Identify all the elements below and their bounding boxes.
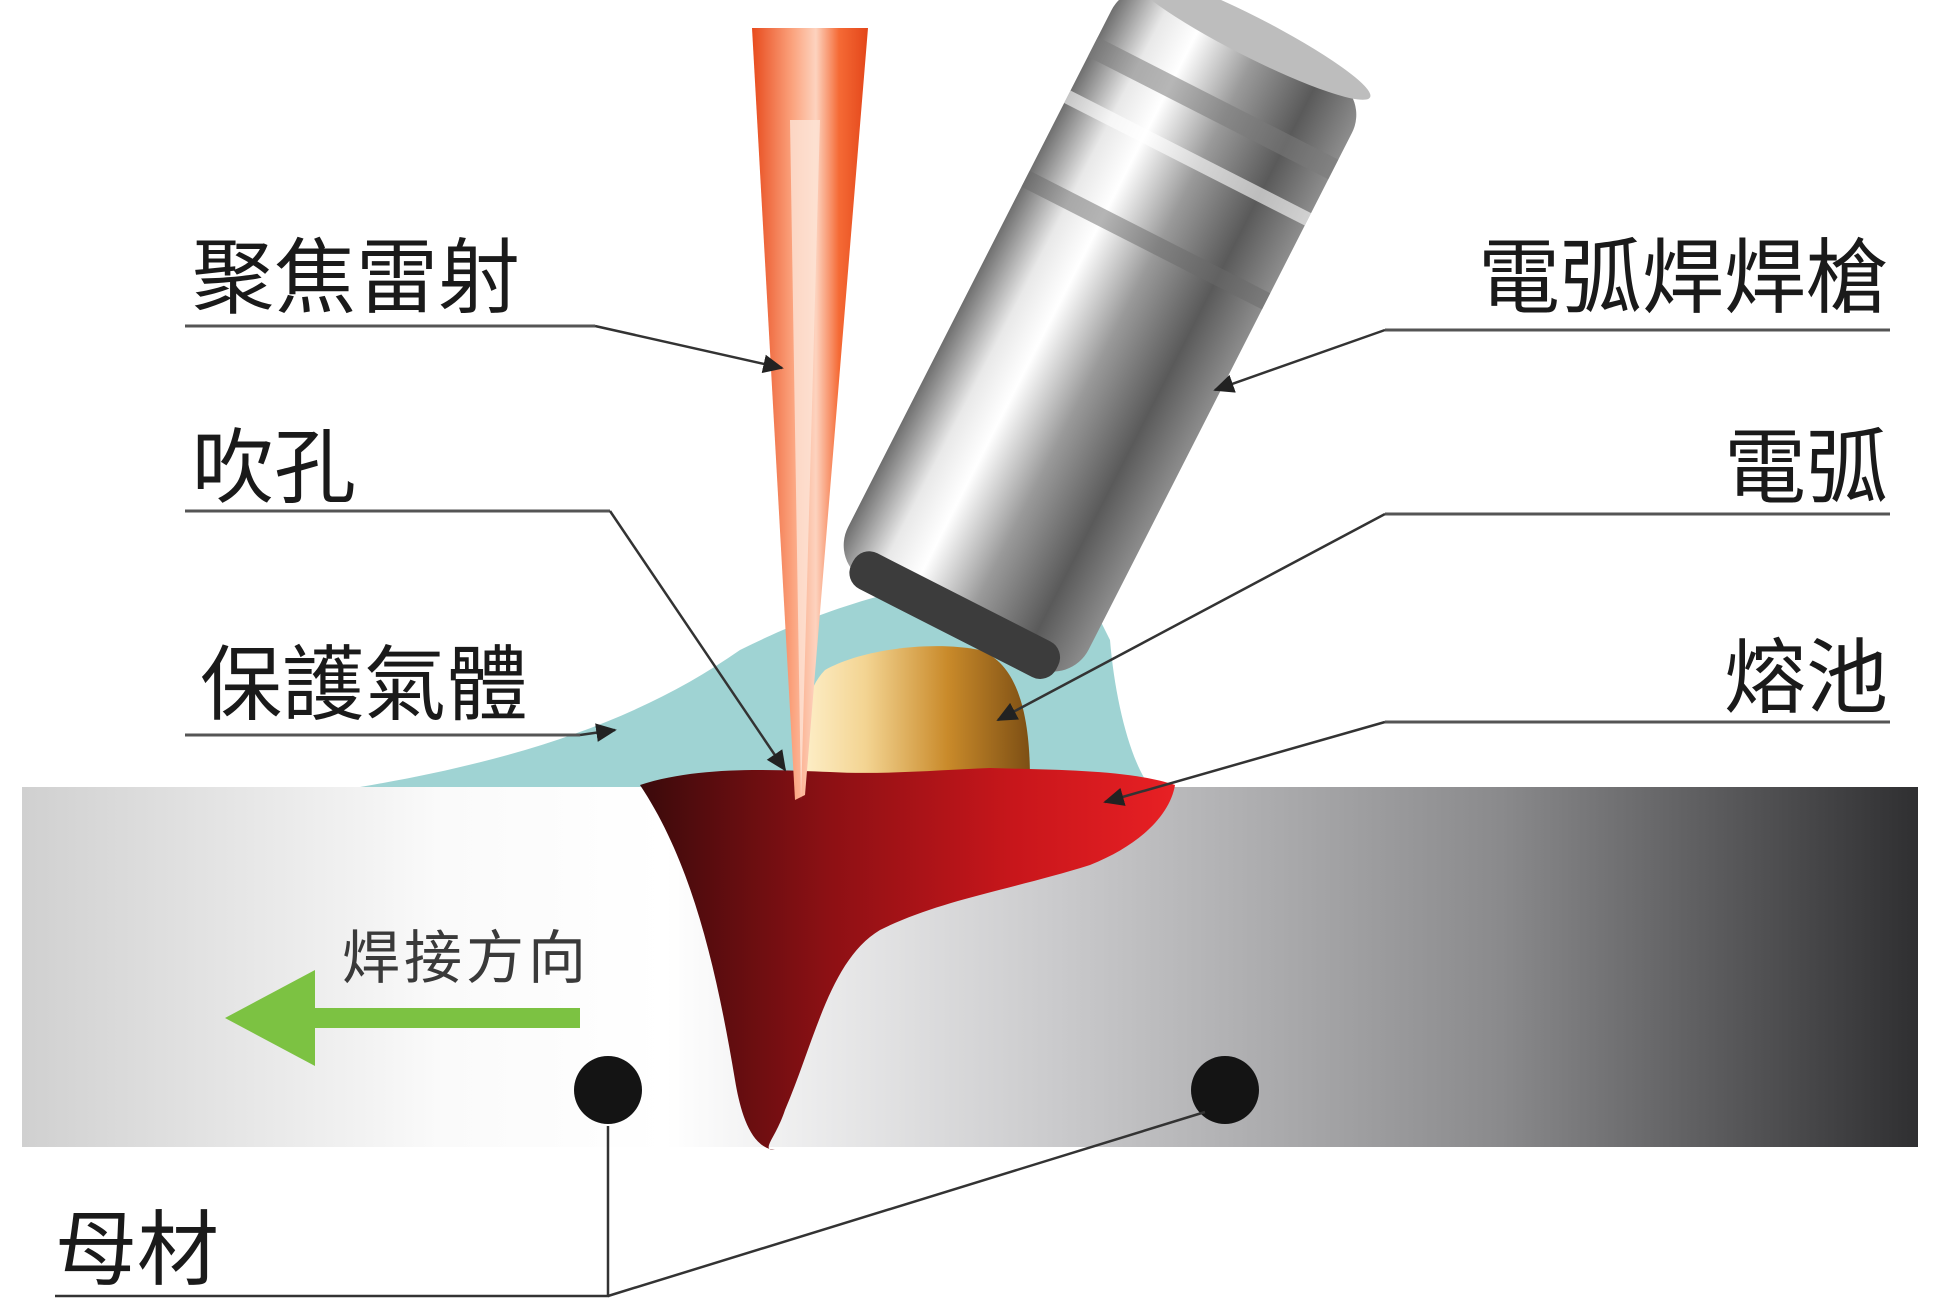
weld-pool	[640, 768, 1175, 1150]
label-keyhole: 吹孔	[192, 421, 356, 516]
label-arc-torch: 電弧焊焊槍	[1478, 231, 1888, 326]
arc-plasma	[795, 646, 1030, 780]
label-focused-laser: 聚焦雷射	[192, 231, 520, 326]
arrow-left-head	[225, 970, 315, 1066]
leader-base-metal-right	[607, 1110, 1206, 1298]
leader-shielding-gas	[579, 723, 617, 742]
arc-welding-torch	[843, 0, 1371, 679]
base-metal-dot-left	[574, 1056, 642, 1124]
welding-direction-label: 焊接方向	[342, 924, 590, 992]
label-shielding-gas: 保護氣體	[200, 638, 528, 733]
leader-keyhole	[608, 510, 787, 772]
laser-core	[790, 120, 820, 800]
label-base-metal: 母材	[55, 1203, 219, 1298]
leader-weld-pool	[1103, 720, 1386, 806]
base-metal-dot-right	[1191, 1056, 1259, 1124]
leader-arc	[996, 512, 1386, 722]
label-arc: 電弧	[1724, 421, 1888, 516]
label-weld-pool: 熔池	[1724, 631, 1888, 726]
leader-arc-torch	[1213, 328, 1386, 393]
leader-focused-laser	[594, 324, 784, 374]
welding-direction-arrow	[225, 970, 580, 1066]
arrow-left-icon	[300, 1008, 580, 1028]
